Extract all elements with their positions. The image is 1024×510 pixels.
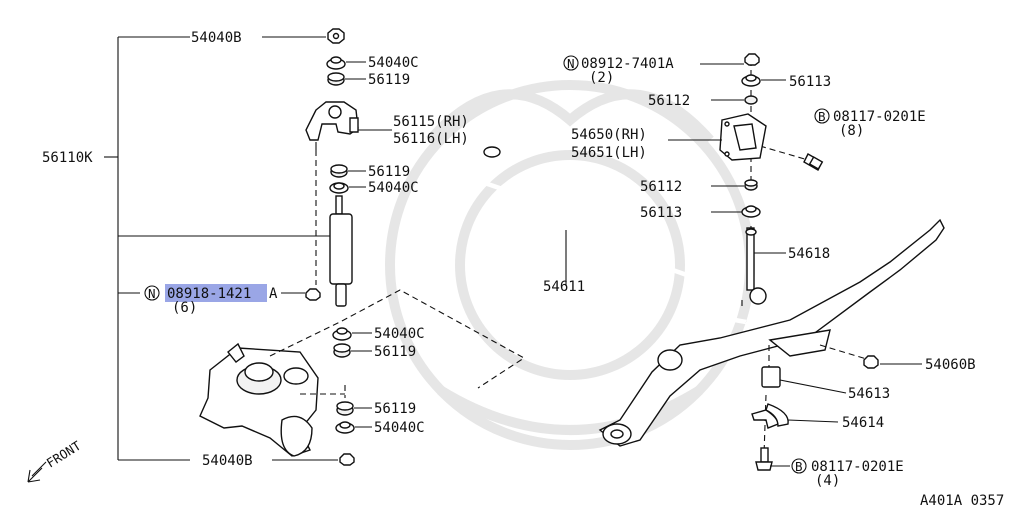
label-08117-upper: 08117-0201E <box>833 109 926 125</box>
bolt-08117-lower <box>755 447 790 471</box>
label-56112-2: 56112 <box>640 179 682 195</box>
label-front: FRONT <box>44 438 84 471</box>
diagram-code: A401A 0357 <box>920 493 1004 509</box>
label-08912: 08912-7401A <box>581 56 674 72</box>
label-54611: 54611 <box>543 279 585 295</box>
dash-clamp-bolt <box>763 394 767 456</box>
label-56113-1: 56113 <box>789 74 831 90</box>
n-marker-08918 <box>144 285 160 301</box>
label-56119-4: 56119 <box>374 401 416 417</box>
bushing-56119-bottom <box>336 401 372 416</box>
label-08918-suffix: A <box>269 286 278 302</box>
label-08117-upper-qty: (8) <box>839 123 864 139</box>
bolt-08117-upper <box>803 153 824 171</box>
stabilizer-link-54618 <box>745 227 786 305</box>
left-bracket-lines <box>104 36 338 461</box>
stabilizer-bar-54611 <box>467 146 747 325</box>
bushing-56112-top <box>711 95 758 105</box>
label-54618: 54618 <box>788 246 830 262</box>
lower-control-arm <box>598 218 945 447</box>
label-56119-1: 56119 <box>368 72 410 88</box>
knuckle-lower-mount <box>199 342 319 457</box>
label-56112-1: 56112 <box>648 93 690 109</box>
washer-54040c-bottom <box>335 421 372 434</box>
washer-54040c-mid <box>329 182 366 194</box>
label-56115-rh: 56115(RH) <box>393 114 469 130</box>
label-56110k: 56110K <box>42 150 93 166</box>
bushing-56119-lower <box>333 343 372 358</box>
label-54614: 54614 <box>842 415 884 431</box>
label-54651-lh: 54651(LH) <box>571 145 647 161</box>
mount-dashed-outline <box>269 289 526 389</box>
shock-bottom-nut <box>339 453 355 466</box>
label-54040c-3: 54040C <box>374 326 425 342</box>
label-08918-1421: 08918-1421 <box>167 286 251 302</box>
link-bracket-54650 <box>668 113 767 161</box>
washer-54040c-lower <box>332 327 372 341</box>
shock-top-nut <box>327 28 345 44</box>
bushing-56113-lower <box>711 205 761 218</box>
n-marker-08912 <box>563 55 579 71</box>
washer-54040c-top <box>326 56 366 70</box>
label-54040c-2: 54040C <box>368 180 419 196</box>
label-54040b-top: 54040B <box>191 30 242 46</box>
upper-mount-bracket <box>305 101 392 150</box>
b-marker-08117-upper <box>814 108 830 124</box>
label-56119-2: 56119 <box>368 164 410 180</box>
label-08918-n: N <box>148 286 156 301</box>
label-56113-2: 56113 <box>640 205 682 221</box>
label-08912-qty: (2) <box>589 70 614 86</box>
label-54040c-4: 54040C <box>374 420 425 436</box>
clamp-54614 <box>751 403 839 429</box>
label-54060b: 54060B <box>925 357 976 373</box>
label-08117b-b: B <box>795 459 803 474</box>
bushing-56119-top <box>327 72 366 86</box>
dash-bolt <box>759 145 809 161</box>
label-08912-n: N <box>567 56 575 71</box>
label-08918-qty: (6) <box>172 300 197 316</box>
nut-54060b <box>863 355 922 369</box>
dash-54060b <box>819 344 871 361</box>
shock-absorber-56110k <box>329 195 353 307</box>
label-56119-3: 56119 <box>374 344 416 360</box>
label-08117a-b: B <box>818 109 826 124</box>
nut-08912 <box>744 53 760 66</box>
label-54040b-bottom: 54040B <box>202 453 253 469</box>
label-08117-lower: 08117-0201E <box>811 459 904 475</box>
label-56116-lh: 56116(LH) <box>393 131 469 147</box>
shock-lower-nut <box>305 288 321 301</box>
b-marker-08117-lower <box>791 458 807 474</box>
bushing-56112-lower <box>711 179 758 191</box>
bushing-54613 <box>761 366 847 394</box>
label-54040c-1: 54040C <box>368 55 419 71</box>
label-54613: 54613 <box>848 386 890 402</box>
front-arrow-icon <box>27 461 47 483</box>
label-08117-lower-qty: (4) <box>815 473 840 489</box>
part-number-highlight <box>165 284 267 302</box>
label-54650-rh: 54650(RH) <box>571 127 647 143</box>
bushing-56119-mid <box>330 164 366 178</box>
bushing-56113-top <box>741 74 786 87</box>
